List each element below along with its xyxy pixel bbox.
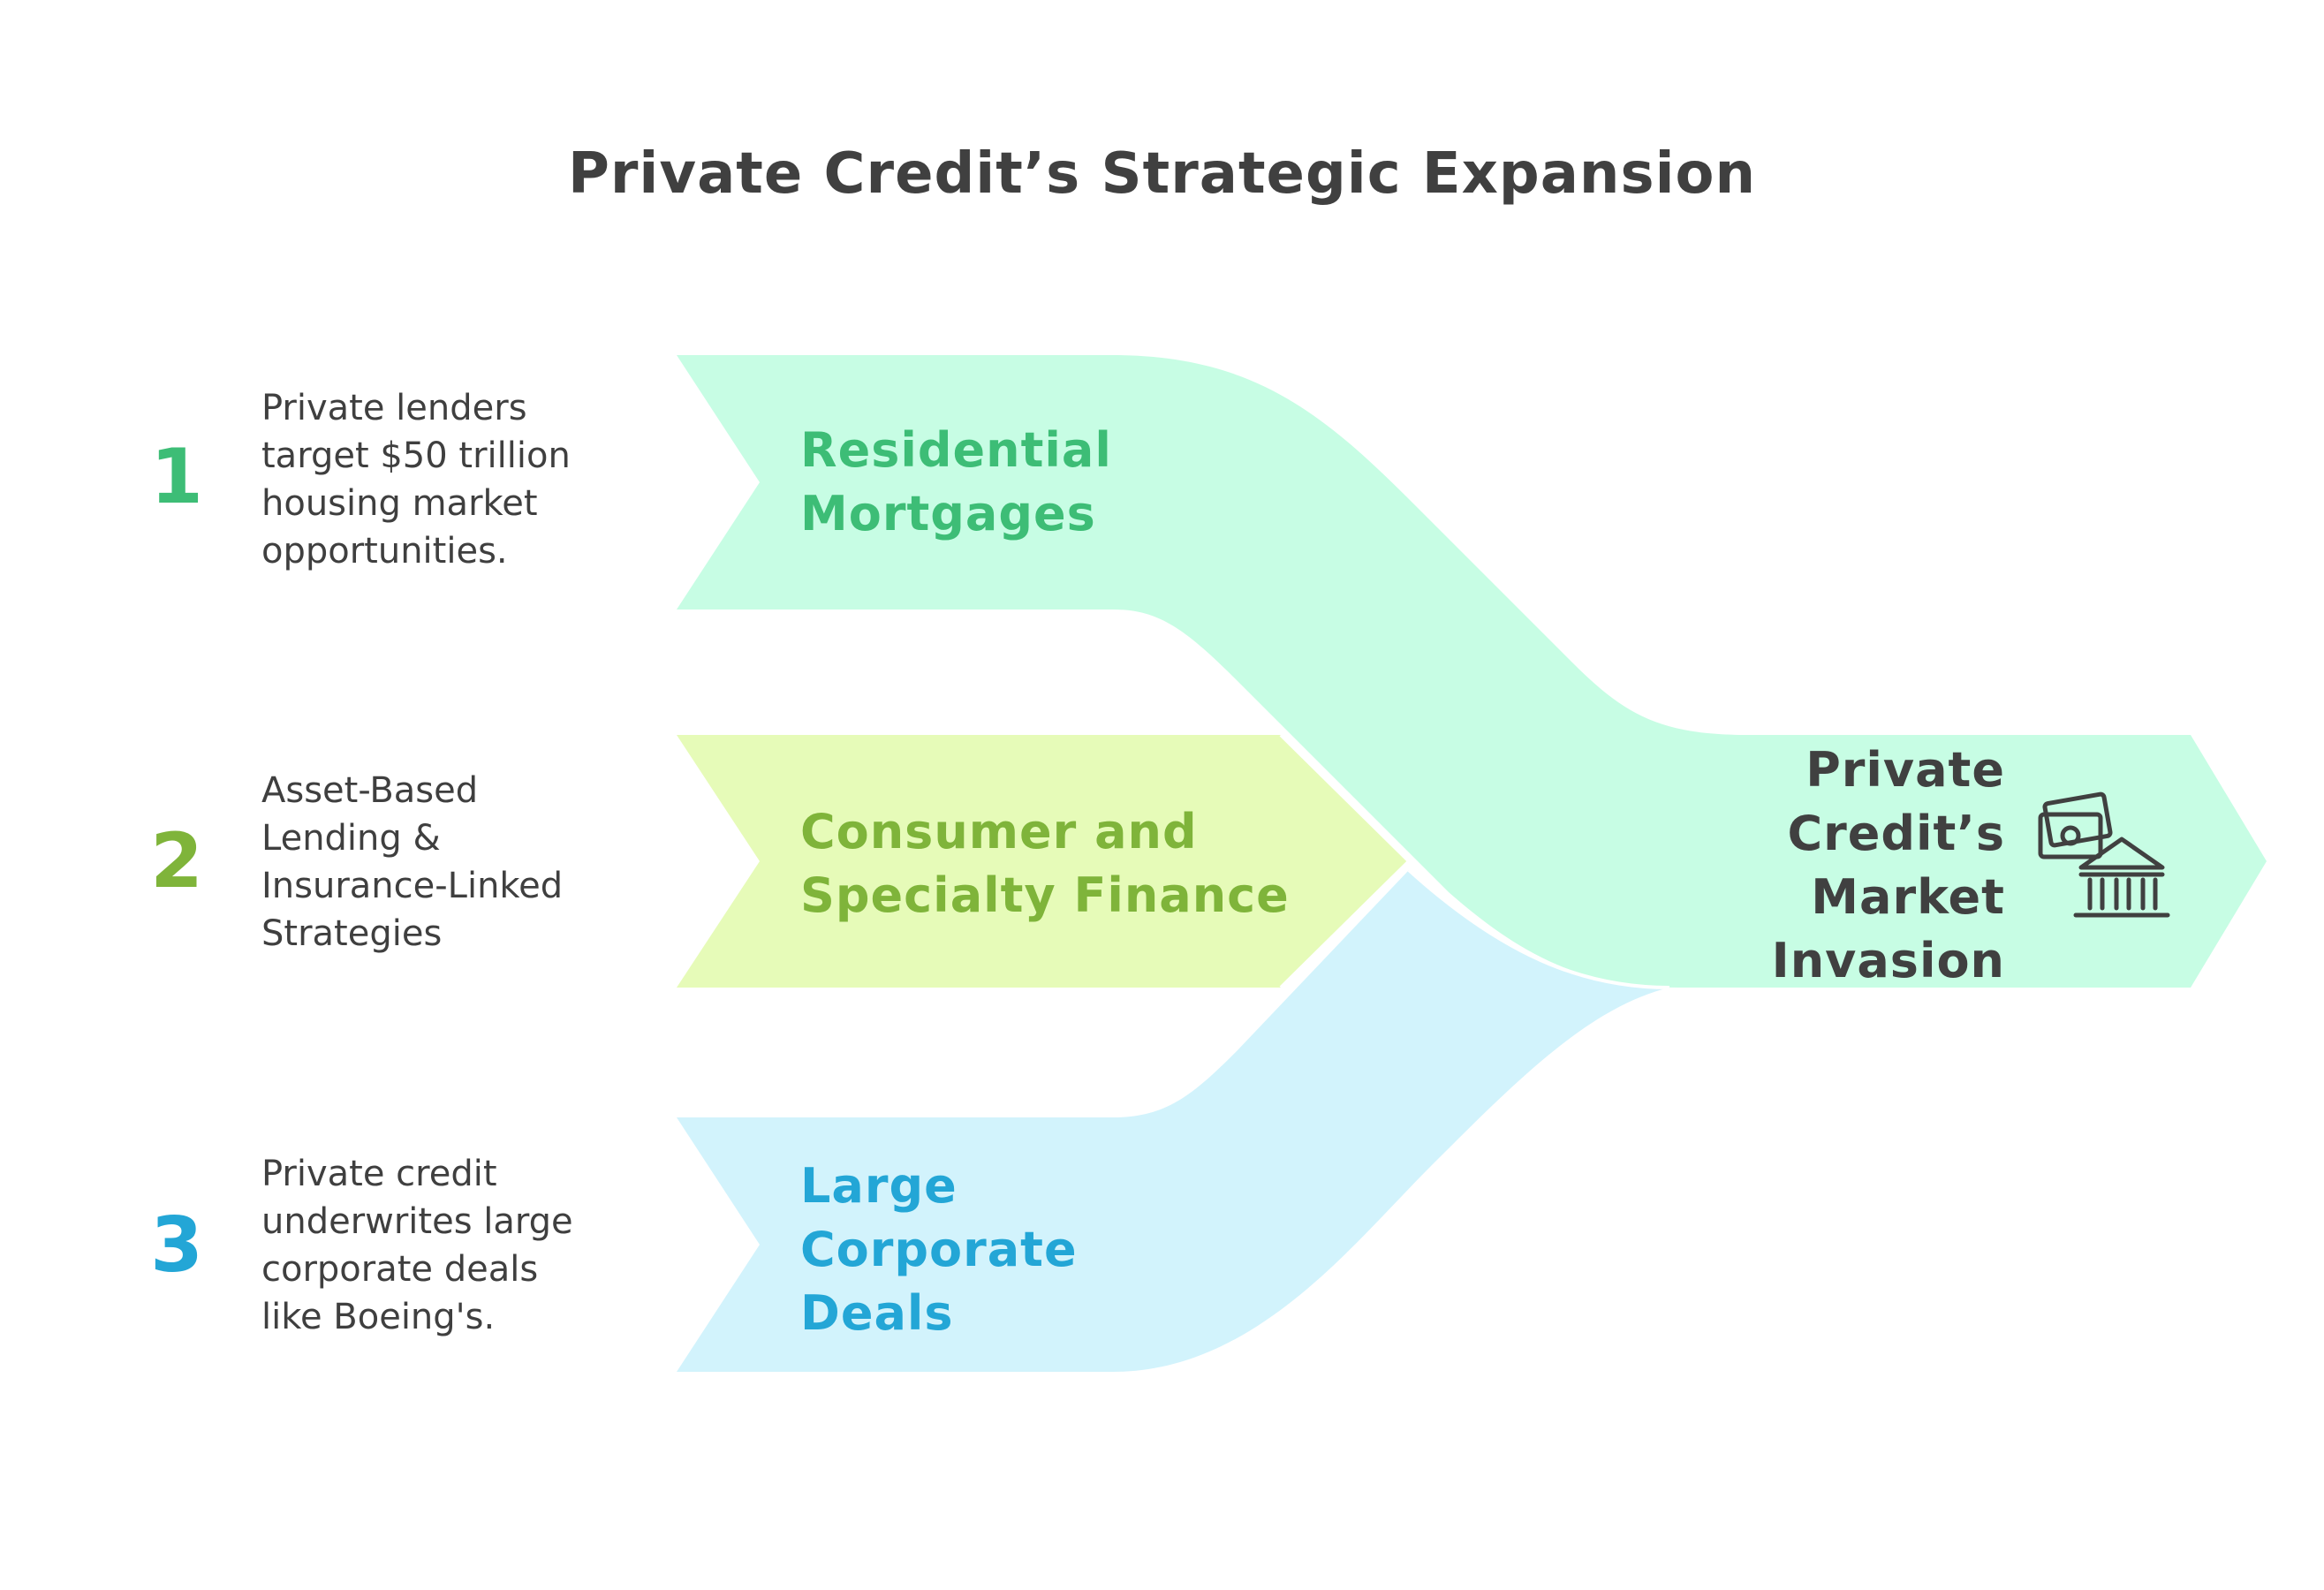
money-icon [2038,791,2113,859]
stream-separator-merge [1407,868,1670,989]
step-description-1: Private lenders target $50 trillion hous… [261,388,571,572]
step-label-large-corporate-deals: Large Corporate Deals [800,1158,1078,1341]
step-number-3: 3 [150,1201,203,1290]
step-description-3: Private credit underwrites large corpora… [261,1154,573,1337]
residential-mortgages-stream [677,355,2267,988]
step-label-consumer-specialty-finance: Consumer and Specialty Finance [800,804,1290,923]
outcome-label: Private Credit’s Market Invasion [1771,742,2005,988]
diagram-title: Private Credit’s Strategic Expansion [567,141,1757,207]
stream-separator-upper [1279,733,1411,863]
step-description-2: Asset-Based Lending & Insurance-Linked S… [261,770,564,954]
stream-separator-lower [1279,859,1411,989]
money-bank-icon [2038,791,2170,918]
step-label-residential-mortgages: Residential Mortgages [800,422,1112,541]
large-corporate-deals-stream [677,870,1669,1372]
consumer-specialty-finance-stream [677,735,1409,988]
bank-icon [2073,837,2170,918]
step-number-1: 1 [150,433,203,521]
step-number-2: 2 [150,817,203,905]
